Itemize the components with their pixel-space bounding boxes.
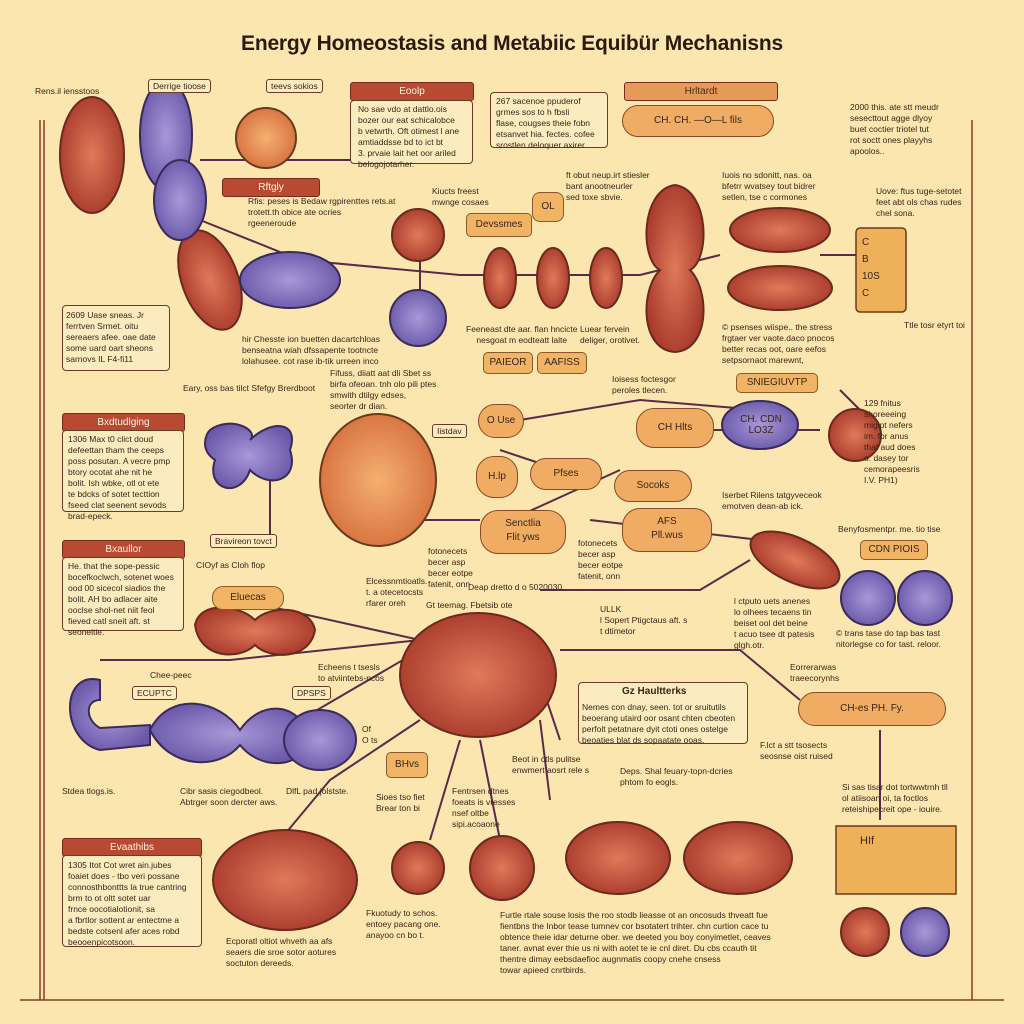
eoolp-text: No sae vdo at dattlo.ois bozer our eat s…	[358, 104, 460, 169]
node-socoks: Socoks	[614, 470, 692, 502]
purple-cell-label: CH. CDN LO3Z	[740, 414, 782, 436]
note-h6: hir Chesste ion buetten dacartchloas ben…	[242, 334, 380, 366]
label-ecupc: ECUPTC	[132, 686, 177, 700]
node-ch-pill: CH-es PH. Fy.	[798, 692, 946, 726]
label-environ: Bravireon tovct	[210, 534, 277, 548]
note-h4: Iuois no sdonitt, nas. oa bfetrr wvatsey…	[722, 170, 816, 202]
note-267-box	[490, 92, 608, 148]
note-h17: Benyfosmentpr. me. tio tise	[838, 524, 941, 534]
orange-cells	[235, 107, 437, 547]
note-h37: Fentrsen dtnes foeats is vresses nsef ol…	[452, 786, 516, 829]
node-afs: AFS Pll.wus	[622, 508, 712, 552]
hif-panel	[835, 825, 957, 895]
label-aafiss: AAFISS	[537, 352, 587, 374]
note-h41: Ecporatl oltiot whveth aa afs seaers die…	[226, 936, 337, 968]
note-h34: F.lct a stt tsosects seosnse oist ruised	[760, 740, 833, 761]
evaathibs-text: 1305 Itot Cot wret ain.jubes foaiet does…	[68, 860, 187, 947]
note-h18: fotonecets becer asp becer eotpe fatenit…	[428, 546, 473, 589]
label-iistdav: Iistdav	[432, 424, 467, 438]
note-h42: Furtle rtale souse losis the roo stodb l…	[500, 910, 771, 975]
note-h3: Rfis: peses is Bedaw rgpirenttes rets.at…	[248, 196, 396, 228]
note-h27: Echeens t tsesls to atviintebs-ncos	[318, 662, 385, 683]
red-cells	[59, 96, 890, 957]
note-h23: ULLK l Sopert Ptigctaus aft. s t dtimeto…	[600, 604, 688, 636]
label-teevs: teevs sokios	[266, 79, 323, 93]
note-h22: CIOyf as Cloh flop	[196, 560, 265, 570]
frame-lines	[20, 120, 1004, 1001]
header-eoolp: Eoolp	[350, 82, 474, 101]
bxdtudlging-box	[62, 430, 184, 512]
label-derrige: Derrige tioose	[148, 79, 211, 93]
note-2609-box	[62, 305, 170, 371]
note-h31: DlfL pad jolstste.	[286, 786, 349, 796]
note-h16: Iserbet Rilens tatgyveceok emotven dean-…	[722, 490, 822, 511]
header-hrltardt: Hrltardt	[624, 82, 778, 101]
node-pfses: Pfses	[530, 458, 602, 490]
note-h25: © trans tase do tap bas tast nitorlegse …	[836, 628, 941, 649]
label-rens: Rens.il iensstoos	[35, 86, 100, 96]
gz-box	[578, 682, 748, 744]
note-h21: Gt teemag. Fbetsib ote	[426, 600, 513, 610]
label-ol: OL	[532, 192, 564, 222]
bxdtudlging-text: 1306 Max t0 clict doud defeettan tham th…	[68, 434, 171, 521]
note-h10: © psenses wiispe.. the stress frgtaer ve…	[722, 322, 835, 365]
side-panel-text: C B 10S C	[862, 237, 880, 299]
note-h18b: fotonecets becer asp becer eotpe fatenit…	[578, 538, 623, 581]
note-2000: 2000 this. ate stt meudr sesecttout agge…	[850, 102, 939, 156]
evaathibs-box	[62, 855, 202, 947]
note-h28: Of O ts	[362, 724, 378, 745]
label-dpsps: DPSPS	[292, 686, 331, 700]
node-cho: CH Hlts	[636, 408, 714, 448]
formula-pill: CH. CH. —O—L fils	[622, 105, 774, 137]
note-h2: ft obut neup.irt stiesler bant anootneur…	[566, 170, 650, 202]
note-h32: Eorrerarwas traeecorynhs	[790, 662, 840, 683]
note-267: 267 sacenoe ppuderof grmes sos to h fbsl…	[496, 96, 595, 150]
note-h15: 129 fnitus shoreeeing migipt nefers im. …	[864, 398, 920, 485]
label-sniegiuvtp: SNIEGIUVTP	[736, 373, 818, 393]
bxaullor-text: He. that the sope-pessic bocefkoclwch, s…	[68, 561, 174, 637]
label-bhvs: BHvs	[386, 752, 428, 778]
note-h30: Cibr sasis ciegodbeol. Abtrger soon derc…	[180, 786, 278, 807]
label-eleas: Eluecas	[212, 586, 284, 610]
note-h20: Elcessnmtioatls. t. a otecetocsts rfarer…	[366, 576, 428, 608]
side-panel	[855, 227, 907, 313]
node-hlp: H.lp	[476, 456, 518, 498]
note-h7: Feeneast dte aar. flan hncicte nesgoat m…	[466, 324, 578, 345]
note-h36: Sioes tso fiet Brear ton bi	[376, 792, 425, 813]
page-title: Energy Homeostasis and Metabiic Equibür …	[241, 32, 783, 55]
note-h19: Deap dretto d o 5020030	[468, 582, 563, 592]
eoolp-box	[350, 100, 473, 164]
note-h26: Chee-peec	[150, 670, 192, 680]
purple-cells	[69, 79, 953, 957]
header-rftgly: Rftgly	[222, 178, 320, 197]
gz-text: Nemes con dnay, seen. tot or sruitutils …	[582, 702, 736, 745]
note-h9: Ttle tosr etyrt toi	[904, 320, 965, 330]
note-h35: Beot in ctls pulitse enwmert aosrt rele …	[512, 754, 589, 775]
note-h5: Uove: ftus tuge-setotet feet abt ols cha…	[876, 186, 962, 218]
note-h39: Si sas tisar dot tortwwtrnh tll ol atiis…	[842, 782, 948, 814]
note-2609: 2609 Uase sneas. Jr ferrtven Srmet. oitu…	[66, 310, 156, 364]
note-h12: Fifuss, diiatt aat dli Sbet ss birfa ofe…	[330, 368, 437, 411]
bxaullor-box	[62, 557, 184, 631]
note-h8: Luear fervein deliger, orotivet.	[580, 324, 641, 345]
node-o-use: O Use	[478, 404, 524, 438]
note-h40: Fkuotudy to schos. entoey pacang one. an…	[366, 908, 441, 940]
gz-title: Gz Haultterks	[622, 686, 687, 697]
label-hif: HIf	[860, 835, 875, 847]
note-h11: Eary, oss bas tilct Sfefgy Brerdboot	[183, 383, 316, 393]
note-h29: Stdea tlogs.is.	[62, 786, 116, 796]
label-cdn-piois: CDN PIOIS	[860, 540, 928, 560]
label-kiucts: Kiucts freest mwnge cosaes	[432, 186, 489, 207]
label-devssmes: Devssmes	[466, 213, 532, 237]
note-h38: Deps. Shal feuary-topn-dcries phtom fo e…	[620, 766, 733, 787]
node-senctlia: Senctlia Flit yws	[480, 510, 566, 554]
note-h24: l ctputo uets anenes lo olhees tecaens t…	[734, 596, 815, 650]
label-paieor: PAIEOR	[483, 352, 533, 374]
note-h13: Ioisess foctesgor peroles tlecen.	[612, 374, 676, 395]
